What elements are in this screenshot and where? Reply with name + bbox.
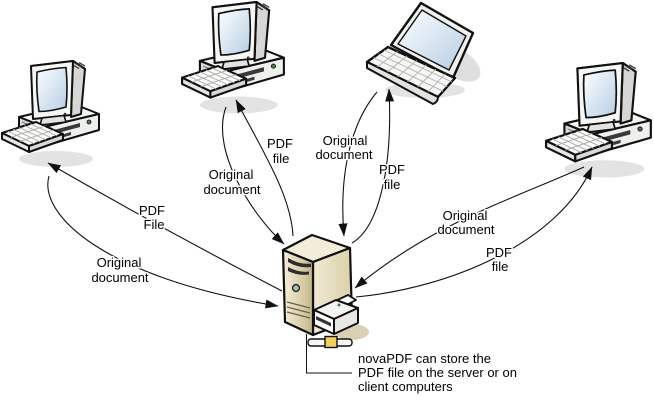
network-cable-icon [307, 335, 353, 349]
note-line-2: PDF file on the server or on [358, 365, 517, 380]
arrow-pdf-to-right-desktop [355, 166, 593, 298]
label-laptop-original-line1: Original [323, 133, 368, 148]
arrow-original-from-laptop [338, 91, 378, 237]
label-left-original-line2: document [91, 270, 148, 285]
label-right-original-line2: document [437, 222, 494, 237]
label-right-pdf-line1: PDF [486, 245, 512, 260]
note: novaPDF can store the PDF file on the se… [358, 351, 517, 394]
label-mid-pdf-line1: PDF [267, 136, 293, 151]
client-desktop-top [181, 1, 285, 115]
note-line-1: novaPDF can store the [358, 351, 491, 366]
arrow-pdf-to-left-desktop [47, 162, 283, 292]
label-mid-pdf-line2: file [273, 151, 290, 166]
printer-led [337, 303, 341, 307]
client-desktop-left [1, 60, 100, 168]
arrow-pdf-to-top-desktop [235, 99, 294, 237]
arrows [47, 88, 593, 309]
cable-center [324, 335, 338, 349]
printer-icon [313, 294, 359, 335]
server-vent-slot [288, 267, 309, 275]
arrow-original-from-left-desktop [47, 175, 279, 309]
label-laptop-pdf-line2: file [384, 177, 401, 192]
label-left-pdf-line1: PDF [139, 203, 165, 218]
label-left-original-line1: Original [97, 255, 142, 270]
server-power-button [291, 283, 301, 293]
label-right-original-line1: Original [443, 208, 488, 223]
label-left-pdf-line2: File [144, 217, 165, 232]
label-right-pdf-line2: file [492, 259, 509, 274]
server-vent-slot [288, 258, 311, 268]
arrow-pdf-to-laptop [351, 88, 395, 244]
laptop-keys [373, 49, 452, 93]
note-line-3: client computers [358, 379, 453, 394]
label-mid-original-line1: Original [209, 167, 254, 182]
laptop-base [366, 61, 439, 105]
arrow-labels: PDF File Original document Original docu… [90, 132, 514, 287]
laptop-screen [397, 9, 467, 71]
note-callout-line [306, 334, 352, 374]
arrow-original-from-top-desktop [221, 106, 285, 245]
label-laptop-pdf-line1: PDF [379, 162, 405, 177]
label-mid-original-line2: document [203, 182, 260, 197]
arrow-original-from-right-desktop [354, 166, 585, 289]
label-laptop-original-line2: document [315, 147, 372, 162]
printer-slot [316, 316, 331, 327]
client-laptop [365, 1, 481, 105]
server-vents [286, 301, 311, 319]
client-desktop-right [545, 62, 652, 179]
